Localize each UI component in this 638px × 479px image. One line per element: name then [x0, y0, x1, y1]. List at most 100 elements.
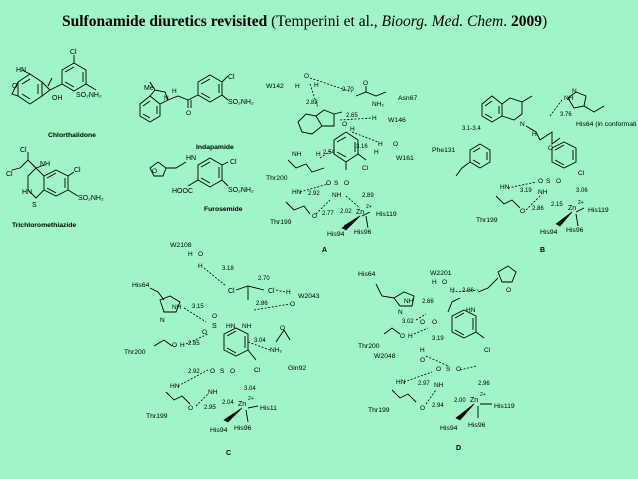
- b-dist-286: 2.86: [532, 206, 544, 212]
- res-his64-c: His64: [132, 282, 150, 289]
- figure-title: Sulfonamide diuretics revisited (Temperi…: [62, 13, 632, 31]
- trichlor-cl2: Cl: [6, 171, 13, 178]
- panel-b: N H O N NH His64 (in conformati 3.76 3.1…: [432, 88, 637, 254]
- a-dist-277: 2.77: [322, 211, 334, 217]
- b-n: N: [520, 121, 525, 128]
- res-his96-a: His96: [354, 229, 372, 236]
- res-w2043: W2043: [298, 293, 320, 300]
- d-dist-266a: 2.66: [422, 299, 434, 305]
- chlorthalidone-structure: O HN OH Cl SO₂NH₂ Chlorthalidone: [11, 49, 102, 139]
- b-nh-minus: NH: [538, 189, 548, 196]
- c-zn-charge: 2+: [248, 396, 254, 402]
- c-his-n: N: [160, 317, 165, 324]
- b-o: O: [548, 145, 553, 152]
- c-so2-o2: O: [202, 329, 207, 336]
- a-o: O: [342, 121, 347, 128]
- b-dist-376: 3.76: [560, 112, 572, 118]
- c-hn1: HN: [226, 323, 236, 330]
- a-so2-s: S: [334, 180, 339, 187]
- a-w146-h: H: [372, 115, 377, 122]
- res-w2048: W2048: [374, 353, 396, 360]
- d-so2-o2: O: [456, 366, 461, 373]
- c-dist-295: 2.95: [204, 405, 216, 411]
- a-dist-270: 2.70: [342, 87, 354, 93]
- furosemide-o: O: [152, 168, 157, 175]
- a-w161-h2: H: [374, 149, 379, 156]
- trichlor-so2nh2: SO₂NH₂: [78, 195, 104, 202]
- res-w2201: W2201: [430, 270, 452, 277]
- d-thr199-o: O: [420, 405, 425, 412]
- title-year: 2009: [510, 13, 542, 30]
- c-w2108-o: O: [198, 251, 203, 258]
- furosemide-hn: HN: [186, 155, 196, 162]
- a-zn-charge: 2+: [366, 204, 372, 210]
- a-dist-254: 2.54: [323, 150, 335, 156]
- res-thr199-a: Thr199: [270, 219, 292, 226]
- c-dist-285: 2.85: [188, 341, 200, 347]
- d-dist-200: 2.00: [454, 398, 466, 404]
- c-hn2: HN: [170, 383, 180, 390]
- indapamide-label: Indapamide: [196, 144, 234, 151]
- b-cl: Cl: [578, 170, 585, 177]
- res-his96-b: His96: [566, 227, 584, 234]
- d-hn2: HN: [396, 379, 406, 386]
- trichloromethiazide-structure: Cl Cl NH HN S Cl SO₂NH₂ Trichloromethiaz…: [6, 147, 104, 229]
- trichlor-hn: HN: [22, 189, 32, 196]
- panel-d: His64 NH N 2.66 W2201 H O H 2.66 O HN O …: [358, 265, 517, 452]
- a-nh-minus: NH: [332, 192, 342, 199]
- res-w142: W142: [266, 83, 284, 90]
- d-thr-h: H: [408, 333, 413, 340]
- b-thr-o: O: [520, 208, 525, 215]
- a-dist-283: 2.83: [306, 100, 318, 106]
- res-his96-d: His96: [468, 422, 486, 429]
- panel-b-label: B: [540, 247, 545, 254]
- c-cl1: Cl: [228, 288, 235, 295]
- res-his119-a: His119: [376, 211, 397, 218]
- trichloromethiazide-label: Trichloromethiazide: [12, 222, 76, 229]
- d-w2201-o: O: [442, 279, 447, 286]
- res-his94-b: His94: [540, 229, 558, 236]
- a-nh: NH: [292, 151, 302, 158]
- c-dist-286: 2.86: [256, 301, 268, 307]
- furosemide-so2nh2: SO₂NH₂: [228, 187, 254, 194]
- a-dist-289: 2.89: [362, 193, 374, 199]
- indapamide-cl: Cl: [228, 74, 235, 81]
- c-dist-315: 3.15: [192, 304, 204, 310]
- a-w142-h: H: [295, 83, 300, 90]
- furosemide-structure: O HN HOOC Cl SO₂NH₂ Furosemide: [149, 155, 254, 213]
- title-journal: Bioorg. Med. Chem: [381, 13, 504, 30]
- d-o-minus: O: [420, 319, 425, 326]
- d-nh-minus: NH: [434, 382, 444, 389]
- res-phe131: Phe131: [432, 147, 456, 154]
- b-dist-319: 3.19: [520, 188, 532, 194]
- d-hn: HN: [466, 307, 476, 314]
- a-zn: Zn: [356, 209, 364, 216]
- c-zn: Zn: [238, 401, 246, 408]
- res-thr200-c: Thr200: [124, 349, 146, 356]
- furosemide-cl: Cl: [230, 159, 237, 166]
- c-w-h: H: [286, 289, 291, 296]
- a-dist-265: 2.65: [346, 113, 358, 119]
- res-his96-c: His96: [234, 425, 252, 432]
- res-thr199-c: Thr199: [146, 413, 168, 420]
- a-w142-h2: H: [314, 82, 319, 89]
- d-c-o: O: [432, 319, 437, 326]
- a-w161-o: O: [393, 141, 398, 148]
- c-dist-292: 2.92: [188, 369, 200, 375]
- a-asn-o: O: [363, 80, 368, 87]
- a-oh-h: H: [350, 126, 355, 133]
- res-his64-d: His64: [358, 271, 376, 278]
- c-cl2: Cl: [268, 288, 275, 295]
- c-nh-minus: NH: [208, 389, 218, 396]
- c-dist-204: 2.04: [222, 400, 234, 406]
- d-thr-o: O: [400, 333, 405, 340]
- c-dist-304a: 3.04: [254, 338, 266, 344]
- res-w146: W146: [388, 117, 406, 124]
- c-so2-s: S: [212, 323, 217, 330]
- trichlor-cl1: Cl: [20, 147, 27, 154]
- d-dist-297: 2.97: [418, 381, 430, 387]
- b-dist-31-34: 3.1-3.4: [462, 126, 481, 132]
- indapamide-me: Me: [144, 85, 154, 92]
- res-w2108: W2108: [170, 242, 192, 249]
